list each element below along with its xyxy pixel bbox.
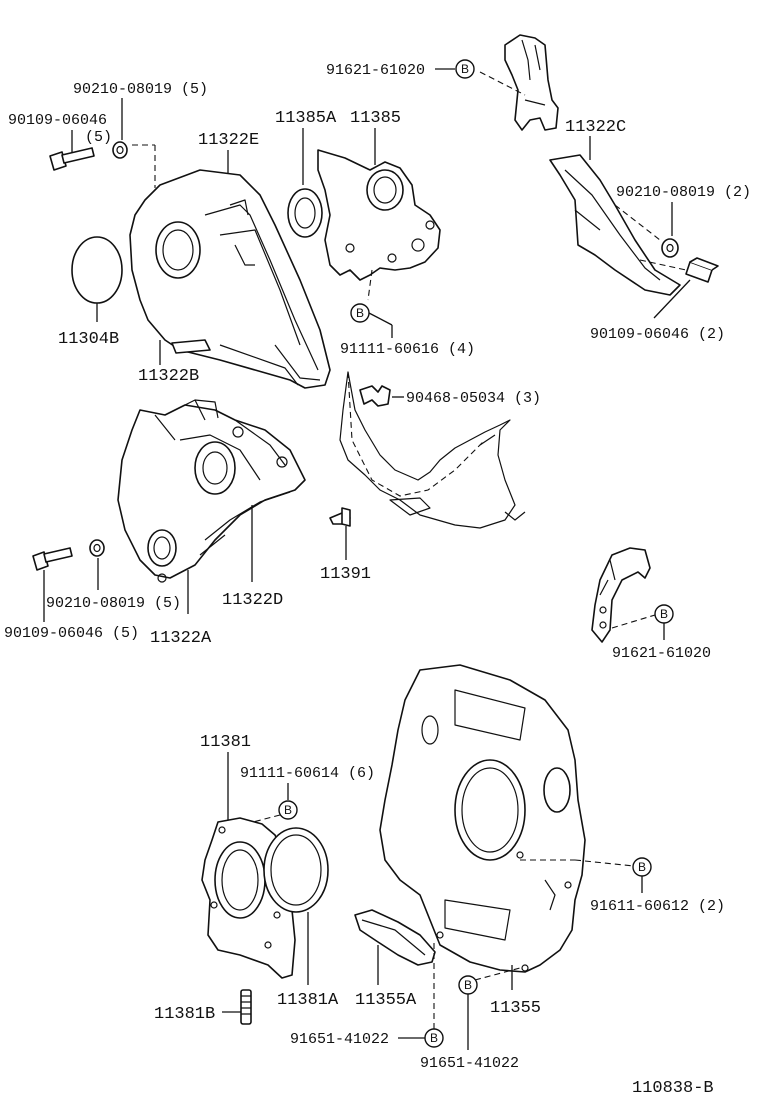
plate-11385-part xyxy=(317,149,441,281)
label-91651-41022-a: 91651-41022 xyxy=(290,1031,389,1048)
label-90109-qty-tl: (5) xyxy=(85,129,112,146)
label-11381B: 11381B xyxy=(154,1005,215,1024)
label-11355: 11355 xyxy=(490,999,541,1018)
label-90109-06046-bl: 90109-06046 (5) xyxy=(4,625,139,642)
label-11381: 11381 xyxy=(200,733,251,752)
label-11304B: 11304B xyxy=(58,330,119,349)
ref-b-marker: B xyxy=(455,59,475,79)
label-90210-08019-tl: 90210-08019 (5) xyxy=(73,81,208,98)
ref-b-marker: B xyxy=(424,1028,444,1048)
leader-91111-616-a xyxy=(368,312,393,326)
timing-cover-upper-part xyxy=(129,169,331,389)
washer-hole-icon xyxy=(116,145,124,155)
svg-text:B: B xyxy=(430,1031,438,1045)
svg-text:B: B xyxy=(356,306,364,320)
label-91611-60612: 91611-60612 (2) xyxy=(590,898,725,915)
leader-dash-r-2 xyxy=(639,259,687,271)
guide-11322C-part xyxy=(549,154,681,296)
stud-11381B-part xyxy=(240,989,252,1025)
leader-91621-top xyxy=(479,71,526,96)
cap-11304B-part xyxy=(71,236,123,304)
label-90210-08019-bl: 90210-08019 (5) xyxy=(46,595,181,612)
washer-hole-icon xyxy=(93,543,101,553)
label-11322B: 11322B xyxy=(138,367,199,386)
leader-dash-91651-b xyxy=(474,967,521,981)
label-91651-41022-b: 91651-41022 xyxy=(420,1055,519,1072)
leader-90109-r xyxy=(653,279,691,319)
svg-text:B: B xyxy=(284,803,292,817)
guide-11355A-part xyxy=(354,909,436,966)
label-90109-06046-r: 90109-06046 (2) xyxy=(590,326,725,343)
label-11391: 11391 xyxy=(320,565,371,584)
diagram-id: 110838-B xyxy=(632,1079,714,1098)
washer-hole-icon xyxy=(666,243,674,253)
washer-icon xyxy=(661,238,679,258)
label-91111-60614: 91111-60614 (6) xyxy=(240,765,375,782)
label-90468-05034: 90468-05034 (3) xyxy=(406,390,541,407)
leader-91621-r xyxy=(611,614,656,629)
ref-b-marker: B xyxy=(632,857,652,877)
label-11385: 11385 xyxy=(350,109,401,128)
label-91621-61020-r: 91621-61020 xyxy=(612,645,711,662)
label-11322E: 11322E xyxy=(198,131,259,150)
label-11355A: 11355A xyxy=(355,991,417,1010)
washer-icon xyxy=(112,141,128,159)
engine-block-section-part xyxy=(339,371,526,529)
label-11322D: 11322D xyxy=(222,591,283,610)
ref-b-marker: B xyxy=(350,303,370,323)
label-91621-61020-top: 91621-61020 xyxy=(326,62,425,79)
svg-text:B: B xyxy=(461,62,469,76)
bolt-icon xyxy=(685,257,719,283)
oil-seal-11385A-part xyxy=(287,188,323,238)
ref-b-marker: B xyxy=(654,604,674,624)
bolt-icon xyxy=(49,147,95,171)
timing-cover-lower-part xyxy=(117,399,306,583)
label-11381A: 11381A xyxy=(277,991,339,1010)
label-11385A: 11385A xyxy=(275,109,337,128)
leader-b-91111-616 xyxy=(367,269,373,301)
svg-text:B: B xyxy=(464,978,472,992)
svg-text:B: B xyxy=(660,607,668,621)
ref-b-marker: B xyxy=(278,800,298,820)
oil-seal-11381A-part xyxy=(263,827,329,913)
label-90109-06046-tl: 90109-06046 xyxy=(8,112,107,129)
label-11322A: 11322A xyxy=(150,629,212,648)
pin-11391-part xyxy=(329,507,351,527)
label-91111-60616: 91111-60616 (4) xyxy=(340,341,475,358)
label-90210-08019-r: 90210-08019 (2) xyxy=(616,184,751,201)
end-plate-11355-part xyxy=(379,664,586,973)
label-11322C: 11322C xyxy=(565,118,626,137)
bracket-right-part xyxy=(591,547,651,643)
washer-icon xyxy=(89,539,105,557)
svg-text:B: B xyxy=(638,860,646,874)
bolt-icon xyxy=(32,547,73,571)
ref-b-marker: B xyxy=(458,975,478,995)
bracket-top-part xyxy=(504,34,559,131)
clip-90468-part xyxy=(359,385,391,407)
